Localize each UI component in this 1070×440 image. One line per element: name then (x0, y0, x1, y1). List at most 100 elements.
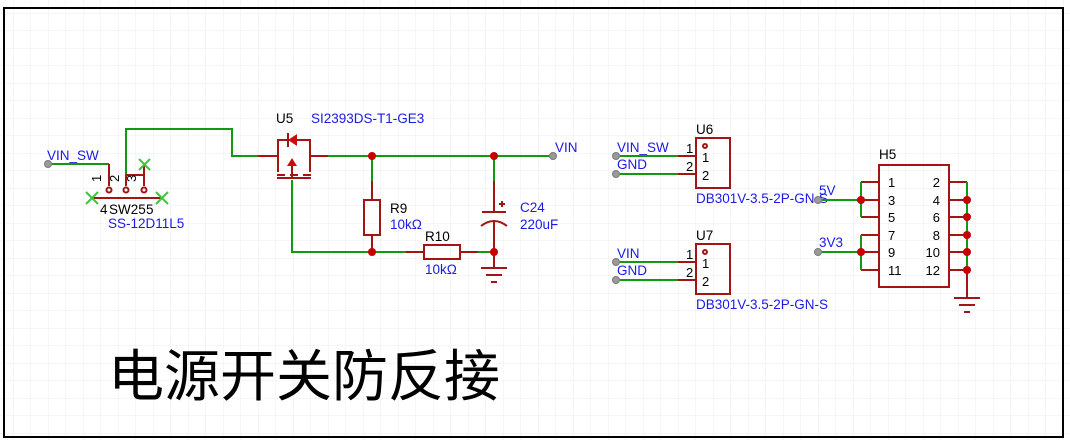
h5-pin-4: 4 (933, 193, 940, 208)
net-port-u6-pin1[interactable] (612, 152, 620, 160)
net-port-5v[interactable] (814, 196, 822, 204)
junction-dot (368, 152, 376, 160)
switch-designator: SW25 (109, 202, 146, 217)
r10-value: 10kΩ (425, 262, 457, 277)
net-label-u7-pin2: GND (617, 263, 647, 278)
u6-body (695, 137, 731, 189)
ground-icon (481, 267, 507, 283)
c24-value: 220uF (520, 217, 558, 232)
h5-pin-3: 3 (888, 193, 895, 208)
net-label-vin-right: VIN (555, 140, 578, 155)
net-port-3v3[interactable] (814, 248, 822, 256)
resistor-r9[interactable]: R9 10kΩ (363, 156, 422, 252)
c24-plate-negative (480, 220, 508, 227)
u6-pin1-marker (702, 143, 708, 149)
switch-value: SS-12D11L5 (108, 216, 184, 231)
h5-left-leads (861, 181, 879, 271)
no-connect-icon (85, 191, 99, 205)
h5-pin-2: 2 (933, 175, 940, 190)
mosfet-arrow-icon (287, 158, 297, 166)
junction-dot (857, 248, 865, 256)
net-label-vin-sw-left: VIN_SW (47, 148, 99, 163)
h5-pin-1: 1 (888, 175, 895, 190)
h5-pin-10: 10 (926, 245, 940, 260)
net-label-3v3: 3V3 (819, 235, 843, 250)
switch-contact-2 (122, 186, 130, 194)
h5-designator: H5 (879, 147, 896, 162)
switch-pin-number-3: 3 (124, 175, 139, 182)
h5-pin-11: 11 (888, 263, 902, 278)
h5-pin-9: 9 (888, 245, 895, 260)
net-port-u7-pin1[interactable] (612, 258, 620, 266)
junction-dot (857, 196, 865, 204)
junction-dot (490, 152, 498, 160)
u7-body (695, 243, 731, 295)
switch-pin-number-5: 5 (146, 202, 154, 217)
junction-dot (963, 213, 971, 221)
h5-pin-5: 5 (888, 210, 895, 225)
u6-body-pin-2: 2 (702, 168, 709, 183)
net-label-u7-pin1: VIN (617, 246, 640, 261)
u7-pin1-marker (702, 249, 708, 255)
connector-u6[interactable]: U6 VIN_SW GND 1 2 1 2 DB301V-3.5-2P-GN-S (612, 122, 829, 206)
net-port-vin-right[interactable] (549, 152, 557, 160)
switch-contact-3 (140, 186, 148, 194)
sheet-title: 电源开关防反接 (108, 345, 500, 410)
net-port-u7-pin2[interactable] (612, 276, 620, 284)
switch-pin-number-1: 1 (89, 175, 104, 182)
connector-u7[interactable]: U7 VIN GND 1 2 1 2 DB301V-3.5-2P-GN-S (612, 228, 829, 312)
mosfet-designator: U5 (276, 111, 293, 126)
net-port-vin-sw-left[interactable] (44, 160, 52, 168)
switch-pin-number-4: 4 (100, 202, 108, 217)
sheet-border (3, 7, 1064, 438)
wire-gate-down (291, 180, 372, 253)
header-h5[interactable]: H5 5V 3V3 1 3 5 7 9 11 2 4 (814, 147, 981, 313)
u6-designator: U6 (696, 122, 713, 137)
net-label-u6-pin2: GND (617, 157, 647, 172)
c24-designator: C24 (520, 200, 545, 215)
switch-pin-number-2: 2 (107, 175, 122, 182)
wire-switch-to-gate-route (125, 128, 258, 175)
no-connect-icon (155, 191, 169, 205)
junction-dot (963, 266, 971, 274)
no-connect-icon (138, 158, 151, 171)
h5-right-leads (949, 181, 967, 271)
switch-contact-1 (105, 186, 113, 194)
u6-pin-number-2: 2 (686, 159, 693, 174)
r9-designator: R9 (390, 201, 407, 216)
net-port-u6-pin2[interactable] (612, 170, 620, 178)
net-label-5v: 5V (819, 183, 836, 198)
resistor-r10[interactable]: R10 10kΩ (372, 229, 494, 277)
u6-body-pin-1: 1 (702, 150, 709, 165)
mosfet-u5[interactable]: U5 SI2393DS-T1-GE3 (258, 111, 551, 253)
u7-designator: U7 (696, 228, 713, 243)
h5-pin-7: 7 (888, 228, 895, 243)
u7-value: DB301V-3.5-2P-GN-S (696, 297, 828, 312)
switch-pin3-lead (126, 165, 145, 186)
net-label-u6-pin1: VIN_SW (617, 140, 669, 155)
u7-pin-number-1: 1 (686, 247, 693, 262)
mosfet-channel (277, 174, 311, 179)
u7-body-pin-1: 1 (702, 256, 709, 271)
junction-dot (963, 196, 971, 204)
u6-value: DB301V-3.5-2P-GN-S (696, 191, 828, 206)
u7-body-pin-2: 2 (702, 274, 709, 289)
r9-value: 10kΩ (390, 217, 422, 232)
capacitor-c24[interactable]: C24 220uF (480, 156, 558, 283)
u6-pin-number-1: 1 (686, 141, 693, 156)
r10-designator: R10 (425, 229, 450, 244)
mosfet-value: SI2393DS-T1-GE3 (311, 111, 424, 126)
c24-plus-icon (499, 201, 505, 207)
h5-pin-6: 6 (933, 210, 940, 225)
junction-dot (963, 248, 971, 256)
junction-dot (963, 231, 971, 239)
diode-icon (288, 134, 297, 146)
switch-sw25[interactable]: VIN_SW 1 2 3 4 SW25 5 SS-12D11L5 (44, 128, 259, 231)
h5-pin-12: 12 (926, 263, 940, 278)
u7-pin-number-2: 2 (686, 265, 693, 280)
junction-dot (368, 248, 376, 256)
ground-icon (954, 297, 980, 313)
h5-pin-8: 8 (933, 228, 940, 243)
